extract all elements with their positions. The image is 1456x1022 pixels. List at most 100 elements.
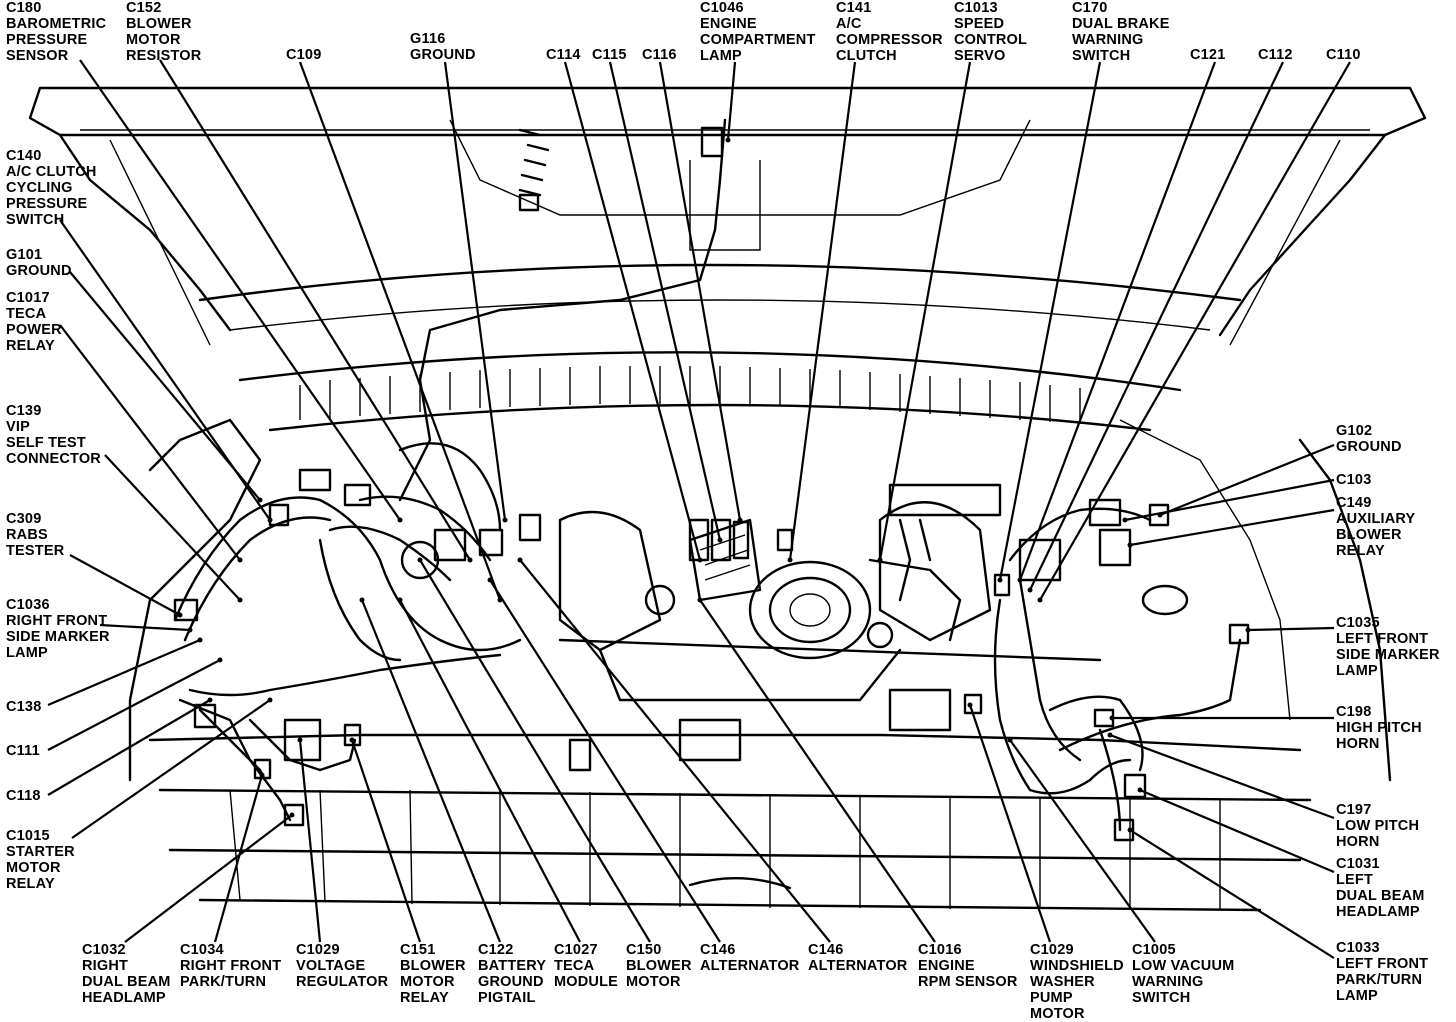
leader-line-c1036 (99, 623, 191, 632)
leader-line-c110 (1039, 61, 1351, 601)
leader-line-c103 (1124, 478, 1335, 522)
leader-line-c152 (159, 59, 471, 561)
label-c138: C138 (6, 699, 42, 715)
leader-line-c180 (79, 59, 401, 521)
leader-line-c1035 (1247, 626, 1335, 632)
leader-line-c139 (104, 454, 241, 601)
leader-tip-c170 (997, 577, 1003, 583)
leader-line-c1029w (968, 704, 1052, 943)
leader-line-c1013 (878, 61, 972, 561)
leader-tip-c140 (267, 517, 273, 523)
leader-line-c121 (1018, 61, 1217, 581)
leader-tip-c110 (1037, 597, 1043, 603)
leader-line-c1017 (59, 324, 241, 561)
leader-tip-c1013 (877, 557, 883, 563)
leader-line-c1029v (298, 739, 322, 943)
leader-tip-c114 (697, 557, 703, 563)
leader-tip-c146a (487, 577, 493, 583)
leader-tip-c139 (237, 597, 243, 603)
hood-prop (518, 128, 550, 212)
leader-line-c1031 (1139, 788, 1335, 874)
leader-tip-c180 (397, 517, 403, 523)
leader-tip-c121 (1017, 577, 1023, 583)
leader-tip-c1015 (267, 697, 273, 703)
leader-line-c1016 (699, 599, 936, 943)
leader-tip-c1034 (259, 772, 265, 778)
label-c112: C112 (1258, 47, 1293, 63)
hood (28, 86, 1427, 346)
leader-tip-c1017 (237, 557, 243, 563)
label-c118: C118 (6, 788, 41, 804)
leader-line-c116 (658, 61, 742, 521)
leader-line-c197 (1109, 733, 1335, 820)
leader-tip-c1029v (297, 737, 303, 743)
leader-line-g101 (69, 271, 261, 501)
leader-tip-c146b (517, 557, 523, 563)
label-c109: C109 (286, 47, 322, 63)
leader-line-c151 (350, 739, 422, 943)
leader-line-c138 (47, 638, 201, 707)
leader-line-c114 (563, 61, 702, 561)
leader-tip-c151 (349, 737, 355, 743)
leader-tip-c198 (1109, 715, 1115, 721)
leader-tip-c115 (717, 537, 723, 543)
leader-tip-c138 (197, 637, 203, 643)
leader-tip-c1033 (1127, 827, 1133, 833)
leader-tip-c1035 (1245, 627, 1251, 633)
leader-line-c109 (298, 61, 502, 601)
leader-line-c146b (519, 559, 831, 943)
leader-line-c111 (47, 659, 221, 751)
leader-tip-c122 (359, 597, 365, 603)
leader-tip-c150 (417, 557, 423, 563)
leader-line-c118 (47, 699, 211, 796)
leader-line-c1027 (399, 599, 581, 943)
leader-tip-g116 (502, 517, 508, 523)
leader-line-g116 (443, 61, 507, 521)
leader-tip-c1031 (1137, 787, 1143, 793)
leader-line-c170 (998, 61, 1102, 581)
leader-tip-g101 (257, 497, 263, 503)
label-c110: C110 (1326, 47, 1361, 63)
label-c103: C103 (1336, 472, 1372, 488)
cowl-vent (238, 351, 1182, 432)
leader-tip-c1005 (1007, 737, 1013, 743)
leader-tip-c1032 (289, 812, 295, 818)
label-c121: C121 (1190, 47, 1226, 63)
leader-tip-c309 (177, 612, 183, 618)
leader-line-c112 (1029, 61, 1284, 591)
leader-line-c115 (608, 61, 722, 541)
leader-line-c309 (69, 554, 181, 616)
label-c116: C116 (642, 47, 677, 63)
leader-line-c141 (788, 61, 857, 561)
leader-tip-c149 (1127, 542, 1133, 548)
engine-block (558, 483, 1002, 732)
leader-tip-c103 (1122, 517, 1128, 523)
leader-tip-c112 (1027, 587, 1033, 593)
leader-tip-c1036 (187, 627, 193, 633)
